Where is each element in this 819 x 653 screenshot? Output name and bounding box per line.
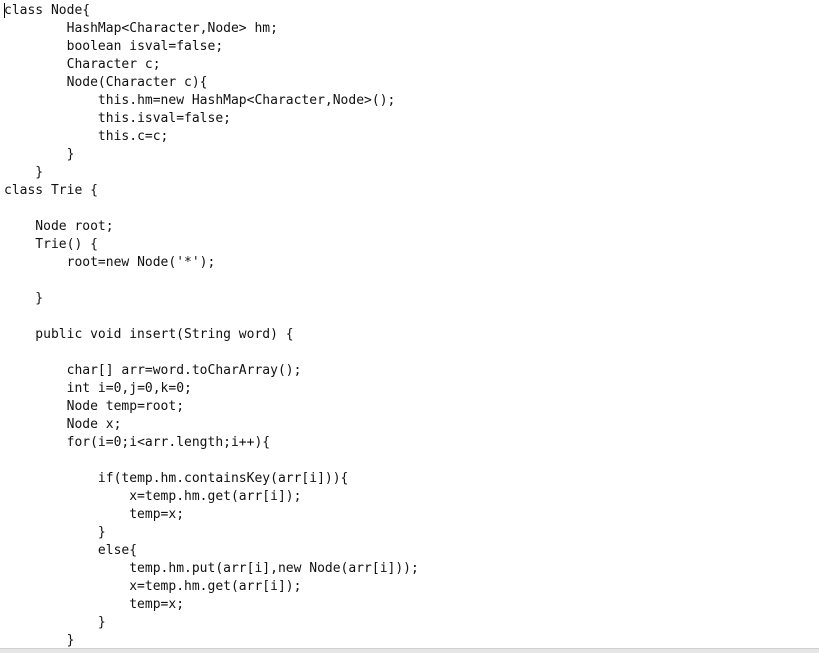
code-line: public void insert(String word) {: [4, 327, 294, 342]
code-line: }: [4, 165, 44, 180]
code-line: else{: [4, 543, 138, 558]
code-line: if(temp.hm.containsKey(arr[i])){: [4, 471, 349, 486]
code-line: int i=0,j=0,k=0;: [4, 381, 192, 396]
code-line: class Node{: [4, 3, 91, 18]
code-line: Node(Character c){: [4, 75, 208, 90]
code-line: temp=x;: [4, 507, 185, 522]
code-line: root=new Node('*');: [4, 255, 216, 270]
code-line: }: [4, 615, 106, 630]
code-line: this.hm=new HashMap<Character,Node>();: [4, 93, 396, 108]
code-line: [4, 308, 819, 326]
code-line: }: [4, 633, 75, 648]
text-caret: [4, 3, 5, 18]
code-line: temp.hm.put(arr[i],new Node(arr[i]));: [4, 561, 419, 576]
code-line: this.c=c;: [4, 129, 169, 144]
code-line: [4, 344, 819, 362]
code-line: x=temp.hm.get(arr[i]);: [4, 579, 302, 594]
code-line: for(i=0;i<arr.length;i++){: [4, 435, 271, 450]
code-line: class Trie {: [4, 183, 98, 198]
code-line: Node temp=root;: [4, 399, 185, 414]
code-line: [4, 452, 819, 470]
window-bottom-edge: [0, 648, 819, 653]
code-line: }: [4, 291, 44, 306]
code-line: Character c;: [4, 57, 161, 72]
code-line: Trie() {: [4, 237, 98, 252]
code-line: Node root;: [4, 219, 114, 234]
code-line: boolean isval=false;: [4, 39, 224, 54]
code-line: [4, 200, 819, 218]
code-line: [4, 272, 819, 290]
code-line: this.isval=false;: [4, 111, 231, 126]
code-line: temp=x;: [4, 597, 185, 612]
code-line: }: [4, 525, 106, 540]
code-line: x=temp.hm.get(arr[i]);: [4, 489, 302, 504]
code-line: HashMap<Character,Node> hm;: [4, 21, 278, 36]
code-line: }: [4, 147, 75, 162]
code-line: Node x;: [4, 417, 122, 432]
code-line: char[] arr=word.toCharArray();: [4, 363, 302, 378]
